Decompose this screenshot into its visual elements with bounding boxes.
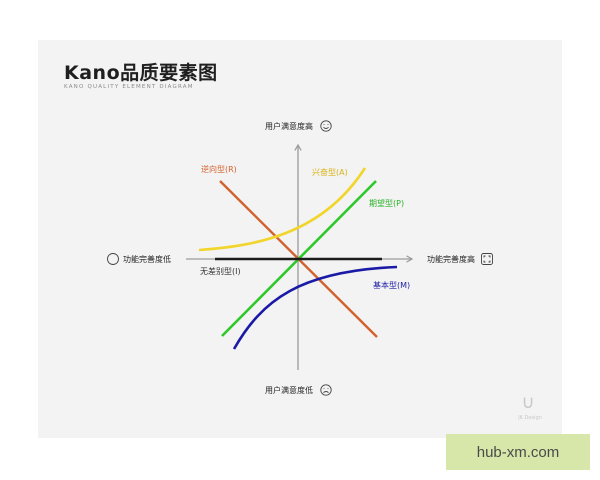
axis-label-top: 用户满意度高: [265, 121, 313, 131]
axis-label-right: 功能完善度高: [427, 254, 475, 264]
diagram-title: Kano品质要素图: [64, 62, 218, 84]
label-indifferent: 无差别型(I): [200, 266, 241, 276]
frown-face-icon: [320, 384, 332, 396]
site-badge: hub-xm.com: [446, 434, 590, 470]
axis-label-bottom: 用户满意度低: [265, 385, 313, 395]
label-reverse: 逆向型(R): [201, 164, 237, 174]
axis-label-left: 功能完善度低: [123, 254, 171, 264]
diagram-card: [38, 40, 562, 438]
label-must-be: 基本型(M): [373, 280, 410, 290]
full-frame-icon: [481, 253, 493, 265]
label-attractive: 兴奋型(A): [312, 167, 348, 177]
logo-icon: ∪: [521, 392, 535, 413]
empty-circle-icon: [107, 253, 119, 265]
smile-face-icon: [320, 120, 332, 132]
label-performance: 期望型(P): [369, 198, 404, 208]
attractive-curve: [198, 167, 367, 252]
must-be-curve: [232, 265, 398, 350]
diagram-subtitle: KANO QUALITY ELEMENT DIAGRAM: [64, 84, 194, 90]
watermark-text: JK Design: [518, 415, 542, 421]
